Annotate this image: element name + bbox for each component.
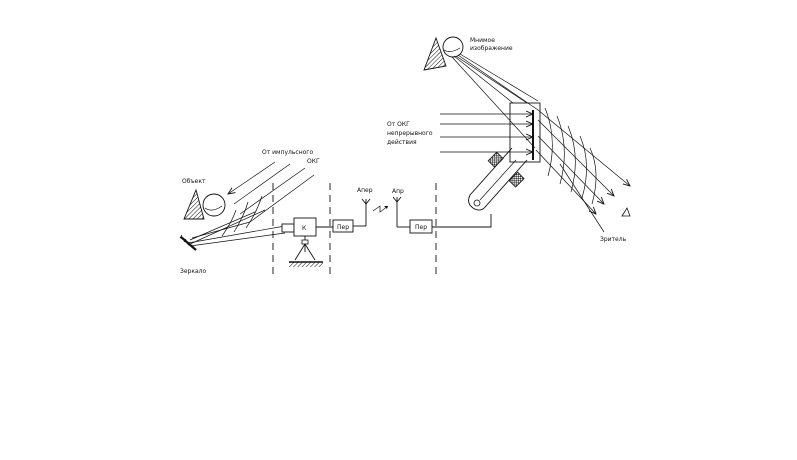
receiver-block-label: Пер <box>415 224 427 231</box>
label-virtual-image: Мнимое <box>470 37 495 44</box>
label-pulse-laser-okg: ОКГ <box>307 158 320 165</box>
cw-laser-beams <box>440 114 533 152</box>
rx-antenna-icon <box>392 196 402 203</box>
reconstruction-section: Мнимое изображение От ОКГ непрерывного д… <box>387 36 631 243</box>
camera-block-label: К <box>302 225 307 232</box>
label-virtual-image-2: изображение <box>470 45 513 52</box>
transmitter-block-label: Пер <box>337 224 349 231</box>
object-icon <box>183 188 226 220</box>
camera-on-tripod: К <box>281 217 323 267</box>
label-cw-laser-2: непрерывного <box>387 130 433 137</box>
reconstructed-rays <box>535 109 630 233</box>
receiver-section: Апр Пер <box>392 183 492 276</box>
wavefront-arcs-left <box>221 195 263 237</box>
display-tube <box>468 147 528 211</box>
recording-section: От импульсного ОКГ Объект <box>179 149 389 276</box>
mirror-icon <box>179 234 197 251</box>
virtual-image-icon <box>423 36 464 71</box>
tx-antenna-icon <box>361 198 371 205</box>
label-cw-laser-3: действия <box>387 139 417 146</box>
label-from-cw-laser: От ОКГ <box>387 121 410 128</box>
radio-link-icon <box>372 205 389 213</box>
label-from-pulse-laser: От импульсного <box>262 149 313 156</box>
label-antenna-rx: Апр <box>392 188 404 195</box>
hologram-frame <box>509 102 541 163</box>
label-mirror: Зеркало <box>180 268 206 275</box>
virtual-image-rays <box>451 53 539 149</box>
viewer-eye-icon <box>621 207 631 217</box>
label-object: Объект <box>182 178 206 185</box>
label-antenna-tx: Апер <box>357 187 373 194</box>
illumination-rays <box>187 161 315 247</box>
receiver-block <box>409 219 433 234</box>
wavefront-arcs-right <box>544 107 597 205</box>
label-viewer: Зритель <box>600 236 627 243</box>
